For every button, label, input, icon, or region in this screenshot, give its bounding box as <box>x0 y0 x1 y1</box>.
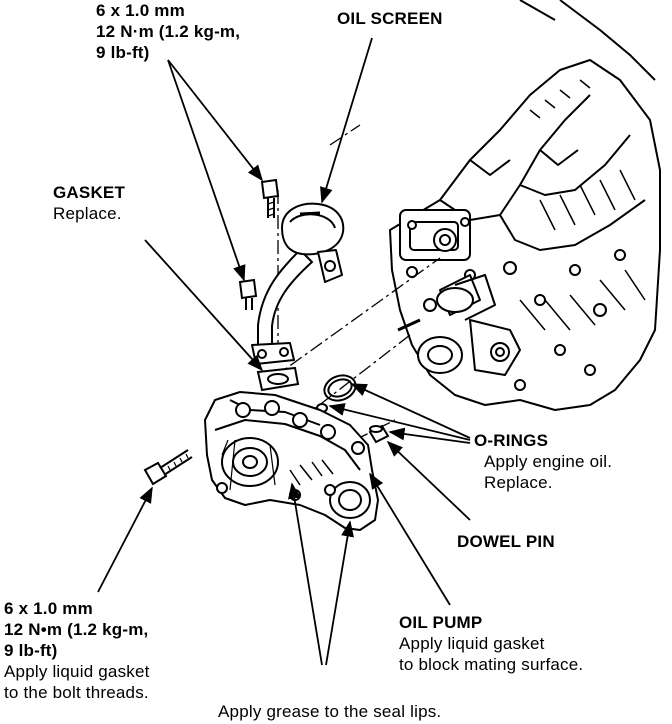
engine-block <box>389 0 661 411</box>
bottom-bolt-size: 6 x 1.0 mm <box>4 599 93 618</box>
seal-lips-label: Apply grease to the seal lips. <box>218 702 442 721</box>
dowel-pin-part <box>368 424 390 444</box>
bottom-bolt-note-1: Apply liquid gasket <box>4 662 150 681</box>
gasket-title: GASKET <box>53 183 126 202</box>
gasket-part <box>256 366 300 392</box>
oil-pump-title: OIL PUMP <box>399 613 483 632</box>
bottom-bolt-note-2: to the bolt threads. <box>4 683 149 702</box>
leader-arrows <box>97 37 471 666</box>
gasket-note: Replace. <box>53 204 122 223</box>
top-bolt-torque-line2: 9 lb-ft) <box>96 43 150 62</box>
o-rings-note-1: Apply engine oil. <box>484 452 613 471</box>
oil-pump-note-1: Apply liquid gasket <box>399 634 545 653</box>
top-bolt-torque-line1: 12 N·m (1.2 kg-m, <box>96 22 241 41</box>
o-rings-note-2: Replace. <box>484 473 553 492</box>
top-bolts <box>238 178 280 310</box>
bottom-bolt-torque-line1: 12 N•m (1.2 kg-m, <box>4 620 149 639</box>
oil-pump-body <box>204 391 379 531</box>
oil-pump-label: OIL PUMP Apply liquid gasket to block ma… <box>399 612 583 675</box>
o-ring-parts <box>316 374 357 413</box>
oil-screen-label: OIL SCREEN <box>337 9 443 28</box>
gasket-label: GASKET Replace. <box>53 182 125 224</box>
bottom-bolt-spec: 6 x 1.0 mm 12 N•m (1.2 kg-m, 9 lb-ft) Ap… <box>4 598 150 703</box>
bottom-bolt-part <box>143 449 193 486</box>
oil-screen-assembly <box>251 202 345 365</box>
o-rings-title: O-RINGS <box>474 431 549 450</box>
top-bolt-spec: 6 x 1.0 mm 12 N·m (1.2 kg-m, 9 lb-ft) <box>96 0 240 63</box>
oil-pump-note-2: to block mating surface. <box>399 655 584 674</box>
dowel-pin-label: DOWEL PIN <box>457 532 555 551</box>
o-rings-label: O-RINGS Apply engine oil. Replace. <box>474 430 612 493</box>
bottom-bolt-torque-line2: 9 lb-ft) <box>4 641 58 660</box>
top-bolt-size: 6 x 1.0 mm <box>96 1 185 20</box>
